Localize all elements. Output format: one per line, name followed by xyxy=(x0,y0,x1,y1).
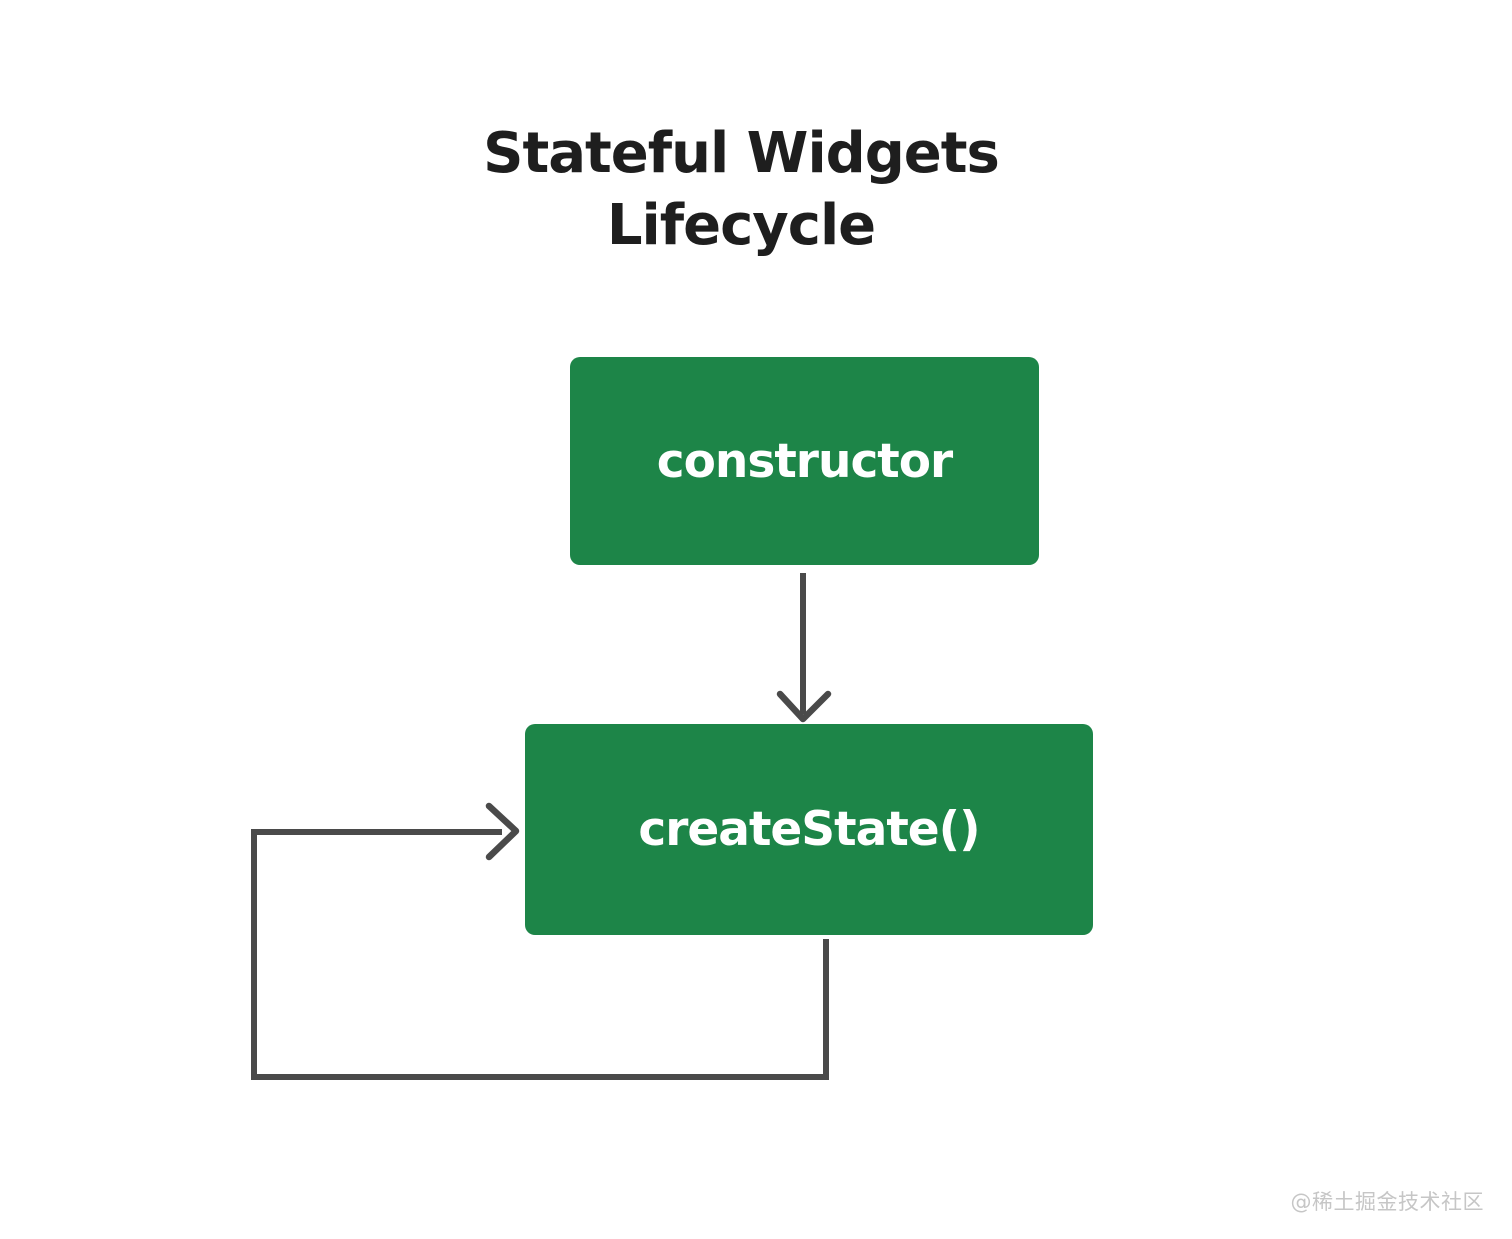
node-createstate-label: createState() xyxy=(638,802,980,857)
watermark: @稀土掘金技术社区 xyxy=(1290,1190,1484,1214)
diagram-title-line1: Stateful Widgets xyxy=(483,121,1000,186)
node-createstate: createState() xyxy=(525,724,1093,935)
node-constructor-label: constructor xyxy=(656,433,953,489)
diagram-title-line2: Lifecycle xyxy=(606,192,876,258)
node-constructor: constructor xyxy=(570,357,1039,565)
diagram-title: Stateful Widgets Lifecycle xyxy=(483,118,1000,261)
arrow-constructor-to-createstate xyxy=(776,573,832,723)
